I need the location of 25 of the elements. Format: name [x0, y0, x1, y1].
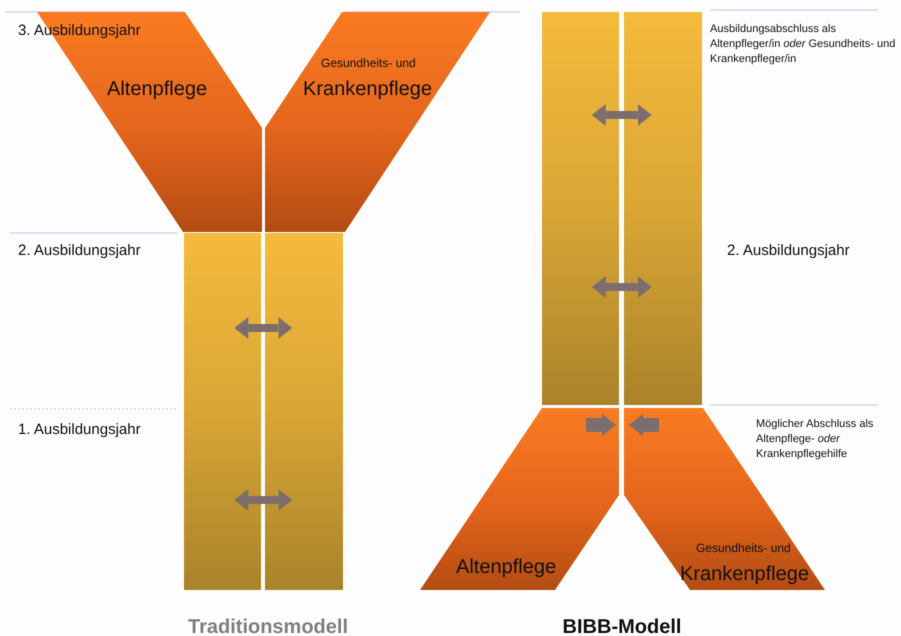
- year-label: 2. Ausbildungsjahr: [727, 241, 850, 261]
- note-text: Möglicher Abschluss als Altenpflege- oder Krankenpflegehilfe: [756, 417, 874, 462]
- column-bar: [542, 12, 619, 405]
- band-title: Altenpflege: [456, 556, 556, 578]
- column-bar: [265, 233, 343, 590]
- band-shape: [265, 12, 490, 232]
- model-title: BIBB-Modell: [562, 615, 682, 636]
- band-subtitle: Gesundheits- und: [696, 542, 791, 556]
- year-label: 1. Ausbildungsjahr: [18, 420, 141, 440]
- arrow: [629, 414, 659, 436]
- band-title: Altenpflege: [107, 78, 208, 100]
- column-bar: [624, 12, 702, 405]
- double-arrow: [234, 317, 292, 339]
- double-arrow: [234, 489, 292, 511]
- band-subtitle: Gesundheits- und: [321, 57, 416, 70]
- band-title: Krankenpflege: [303, 78, 432, 100]
- double-arrow: [592, 104, 652, 126]
- band-shape: [420, 408, 619, 590]
- note-text: Ausbildungsabschluss als Altenpfleger/in oder Gesundheits- und Krankenpfleger/in: [710, 22, 896, 67]
- double-arrow: [592, 276, 652, 298]
- year-label: 2. Ausbildungsjahr: [18, 241, 141, 261]
- column-bar: [184, 233, 261, 590]
- model-title: Traditionsmodell: [188, 615, 348, 636]
- arrow: [586, 414, 616, 436]
- band-title: Krankenpflege: [680, 563, 809, 585]
